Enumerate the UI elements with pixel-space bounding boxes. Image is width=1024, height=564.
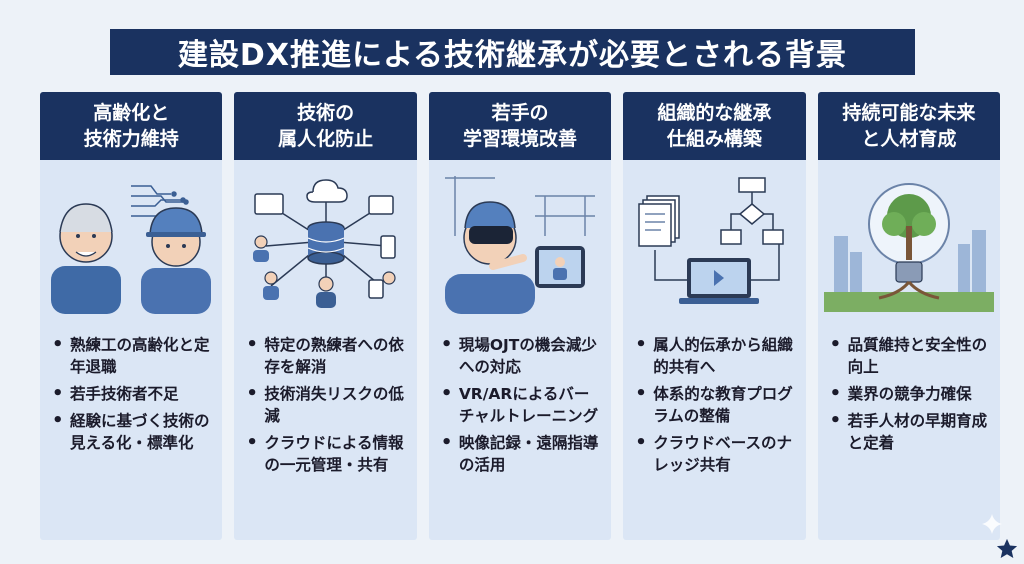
- column-header-line: 高齢化と: [93, 102, 170, 124]
- column-aging: 高齢化と 技術力維持: [40, 92, 223, 540]
- list-item: VR/ARによるバーチャルトレーニング: [441, 383, 599, 427]
- bullet-list: 熟練工の高齢化と定年退職 若手技術者不足 経験に基づく技術の見える化・標準化: [40, 322, 222, 459]
- bullet-list: 現場OJTの機会減少への対応 VR/ARによるバーチャルトレーニング 映像記録・…: [429, 322, 611, 481]
- column-header-line: 学習環境改善: [463, 128, 578, 150]
- column-header: 技術の 属人化防止: [234, 92, 417, 160]
- columns: 高齢化と 技術力維持: [40, 92, 1001, 540]
- vr-training-illustration: [429, 160, 611, 322]
- bullet-list: 属人的伝承から組織的共有へ 体系的な教育プログラムの整備 クラウドベースのナレッ…: [623, 322, 805, 481]
- column-header-line: 技術の: [297, 102, 355, 124]
- list-item: クラウドによる情報の一元管理・共有: [246, 432, 404, 476]
- list-item: 特定の熟練者への依存を解消: [246, 334, 404, 378]
- column-sustainability: 持続可能な未来 と人材育成 品質維持と安全性の向上 業界の競争力確保 若手人材: [817, 92, 1001, 540]
- list-item: 現場OJTの機会減少への対応: [441, 334, 599, 378]
- column-header: 組織的な継承 仕組み構築: [623, 92, 806, 160]
- cloud-database-sharing-illustration: [234, 160, 416, 322]
- column-learning: 若手の 学習環境改善 現場OJTの機会減少へ: [428, 92, 612, 540]
- sparkle-icon: [982, 514, 1002, 534]
- list-item: 熟練工の高齢化と定年退職: [52, 334, 210, 378]
- page-title: 建設DX推進による技術継承が必要とされる背景: [110, 29, 915, 75]
- column-header-line: 若手の: [491, 102, 549, 124]
- column-header: 持続可能な未来 と人材育成: [817, 92, 1001, 160]
- list-item: クラウドベースのナレッジ共有: [635, 432, 793, 476]
- column-header-line: と人材育成: [861, 128, 957, 150]
- elderly-and-young-worker-illustration: [40, 160, 222, 322]
- column-organization: 組織的な継承 仕組み構築: [623, 92, 806, 540]
- bullet-list: 特定の熟練者への依存を解消 技術消失リスクの低減 クラウドによる情報の一元管理・…: [234, 322, 416, 481]
- list-item: 技術消失リスクの低減: [246, 383, 404, 427]
- column-header-line: 属人化防止: [278, 128, 374, 150]
- column-header: 若手の 学習環境改善: [428, 92, 612, 160]
- column-header-line: 技術力維持: [83, 128, 179, 150]
- list-item: 映像記録・遠隔指導の活用: [441, 432, 599, 476]
- column-header-line: 仕組み構築: [666, 128, 762, 150]
- list-item: 品質維持と安全性の向上: [830, 334, 988, 378]
- bullet-list: 品質維持と安全性の向上 業界の競争力確保 若手人材の早期育成と定着: [818, 322, 1000, 459]
- list-item: 業界の競争力確保: [830, 383, 988, 405]
- column-header: 高齢化と 技術力維持: [40, 92, 223, 160]
- list-item: 体系的な教育プログラムの整備: [635, 383, 793, 427]
- list-item: 属人的伝承から組織的共有へ: [635, 334, 793, 378]
- list-item: 若手技術者不足: [52, 383, 210, 405]
- column-header-line: 持続可能な未来: [842, 102, 976, 124]
- star-icon: [996, 538, 1018, 558]
- list-item: 経験に基づく技術の見える化・標準化: [52, 410, 210, 454]
- list-item: 若手人材の早期育成と定着: [830, 410, 988, 454]
- column-personalization: 技術の 属人化防止: [234, 92, 417, 540]
- column-header-line: 組織的な継承: [657, 102, 772, 124]
- lightbulb-tree-city-illustration: [818, 160, 1000, 322]
- documents-flowchart-laptop-illustration: [623, 160, 805, 322]
